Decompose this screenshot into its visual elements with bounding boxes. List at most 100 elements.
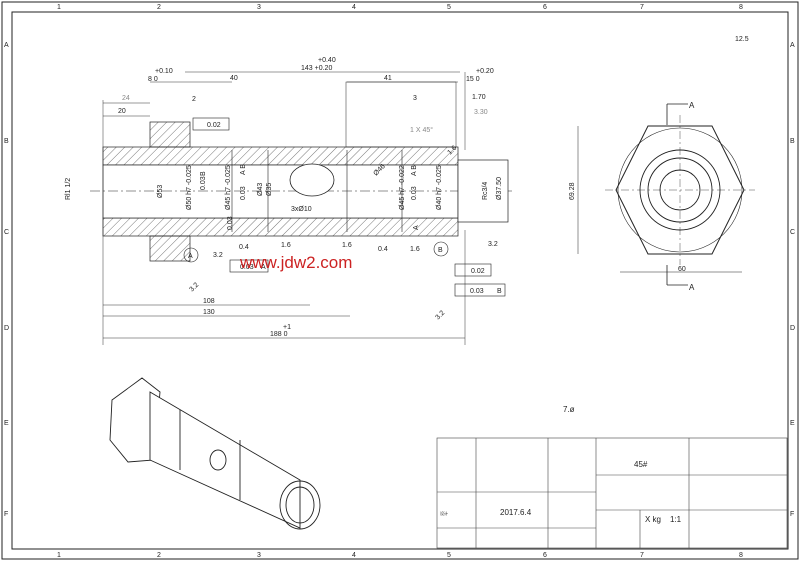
dim-d45h7: Ø45 h7 -0.025 [225,165,232,210]
zone-row-D: D [4,325,9,332]
iso-view [109,377,321,530]
section-a-top: A [689,101,695,110]
zone-row-E: E [790,420,795,427]
zone-col-6: 6 [543,4,547,11]
dim-170: 1.70 [472,94,486,101]
gdt-t2-ref: A [261,264,266,271]
title-date: 2017.6.4 [500,508,532,517]
inner-border [11,11,789,550]
title-designer: 设计 [440,510,448,516]
section-view [90,81,512,262]
zone-col-4: 4 [352,4,356,11]
zone-col-1: 1 [57,552,61,559]
dim-188-tol: +1 [283,324,291,331]
zone-row-F: F [4,511,8,518]
dim-top-zero: 8 0 [148,76,158,83]
zone-row-C: C [4,229,9,236]
roughness-9: 0.4 [378,246,388,253]
dim-overall-tol: +0.40 [318,57,336,64]
gdt-v3-val: 0.03 [411,186,418,200]
gdt-v1-ref: B [200,171,207,176]
zone-col-3: 3 [257,552,261,559]
zone-row-B: B [4,138,9,145]
roughness-5: 1.6 [281,242,291,249]
dim-right-15: 15 0 [466,76,480,83]
dim-overall: 143 +0.20 [301,65,332,72]
dim-d53: Ø53 [157,185,164,198]
zone-col-6: 6 [543,552,547,559]
gdt-v4-val: 0.03 [227,216,234,230]
dim-rc: Rc3/4 [482,182,489,200]
dim-top-tol: +0.10 [155,68,173,75]
zone-col-8: 8 [739,552,743,559]
dim-rl: Rl1 1/2 [65,178,72,200]
end-view [577,103,755,286]
zone-col-5: 5 [447,552,451,559]
dim-20: 20 [118,108,126,115]
dim-chamfer: 1 X 45° [410,126,433,134]
dim-40: 40 [230,75,238,82]
dim-d40h7: Ø40 h7 -0.025 [436,165,443,210]
gdt-v4-ref: A [413,225,420,230]
dim-6928: 69.28 [569,182,576,200]
zone-row-C: C [790,229,795,236]
roughness-4: 3.2 [434,310,446,322]
general-roughness: 7.ø [563,405,575,414]
dim-108: 108 [203,298,215,305]
title-scale: 1:1 [670,515,682,524]
gdt-v3-ref: A B [411,165,418,176]
zone-col-3: 3 [257,4,261,11]
zone-row-F: F [790,511,794,518]
title-material: 45# [634,460,648,469]
zone-col-7: 7 [640,4,644,11]
roughness-2: 3.2 [188,282,200,294]
gdt-t3-val: 0.02 [471,268,485,275]
zone-row-E: E [4,420,9,427]
roughness-corner: 12.5 [735,36,749,43]
gdt-t1-val: 0.02 [207,122,221,129]
watermark: www.jdw2.com [239,253,352,272]
zone-col-7: 7 [640,552,644,559]
roughness-3: 3.2 [488,241,498,248]
title-weight: X kg [645,515,661,524]
roughness-6: 1.6 [342,242,352,249]
zone-row-D: D [790,325,795,332]
dim-330: 3.30 [474,109,488,116]
title-block [436,437,788,549]
dim-d35: Ø35 [266,183,273,196]
dim-d37: Ø37.50 [496,177,503,200]
zone-col-1: 1 [57,4,61,11]
dim-60: 60 [678,266,686,273]
dim-holes: 3xØ10 [291,206,312,213]
zone-col-4: 4 [352,552,356,559]
roughness-8: 0.4 [239,244,249,251]
gdt-v2-ref: A B [240,164,247,175]
dim-d50h7: Ø50 h7 -0.025 [186,165,193,210]
gdt-t4-val: 0.03 [470,288,484,295]
zone-row-A: A [790,42,795,49]
roughness-1: 3.2 [213,252,223,259]
roughness-10: 1.6 [446,145,458,157]
zone-row-B: B [790,138,795,145]
section-a-bottom: A [689,283,695,292]
dim-24: 24 [122,95,130,102]
zone-col-2: 2 [157,4,161,11]
dim-d43: Ø43 [257,183,264,196]
zone-col-2: 2 [157,552,161,559]
zone-col-8: 8 [739,4,743,11]
dim-d45b: Ø45 h7 -0.022 [399,165,406,210]
dim-41: 41 [384,75,392,82]
datum-a: A [188,253,193,260]
dim-3: 3 [413,95,417,102]
gdt-v1-val: 0.03 [200,176,207,190]
dim-2: 2 [192,96,196,103]
dimension-lines [102,71,466,345]
datum-b: B [438,247,443,254]
roughness-7: 1.6 [410,246,420,253]
zone-row-A: A [4,42,9,49]
gdt-t2-val: 0.03 [240,264,254,271]
gdt-v2-val: 0.03 [240,186,247,200]
